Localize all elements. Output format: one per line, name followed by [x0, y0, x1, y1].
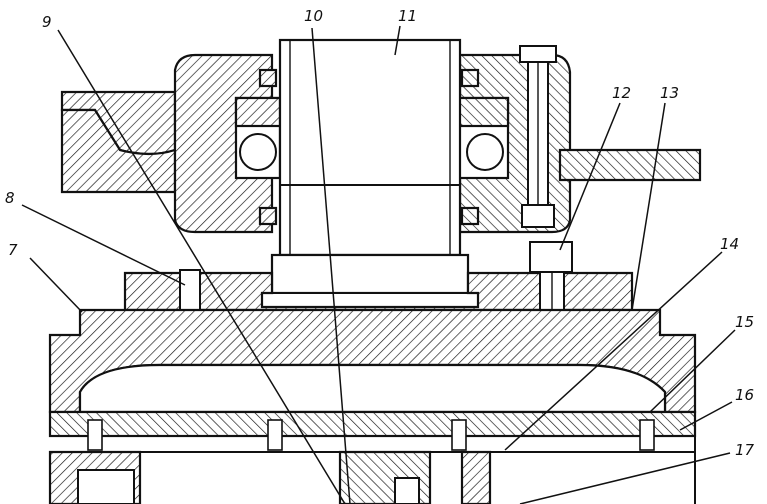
upper-arm-right	[558, 148, 702, 182]
label-16: 16	[735, 386, 754, 404]
label-10: 10	[304, 7, 323, 25]
label-8: 8	[5, 189, 15, 207]
label-17: 17	[735, 441, 755, 459]
thin-plate	[48, 410, 697, 451]
label-13: 13	[660, 84, 679, 102]
shaft	[261, 38, 479, 308]
table-body	[48, 308, 697, 414]
label-12: 12	[612, 84, 631, 102]
upper-arm-left	[60, 90, 177, 194]
label-14: 14	[720, 235, 739, 253]
leader-lines	[21, 25, 736, 504]
label-9: 9	[42, 13, 52, 31]
label-11: 11	[398, 7, 417, 25]
label-7: 7	[8, 241, 18, 259]
tie-bolt	[519, 45, 557, 228]
label-15: 15	[735, 313, 754, 331]
lower-base	[48, 436, 696, 504]
part-labels: 9 10 11 12 13 8 7 14 15 16 17	[5, 7, 755, 459]
